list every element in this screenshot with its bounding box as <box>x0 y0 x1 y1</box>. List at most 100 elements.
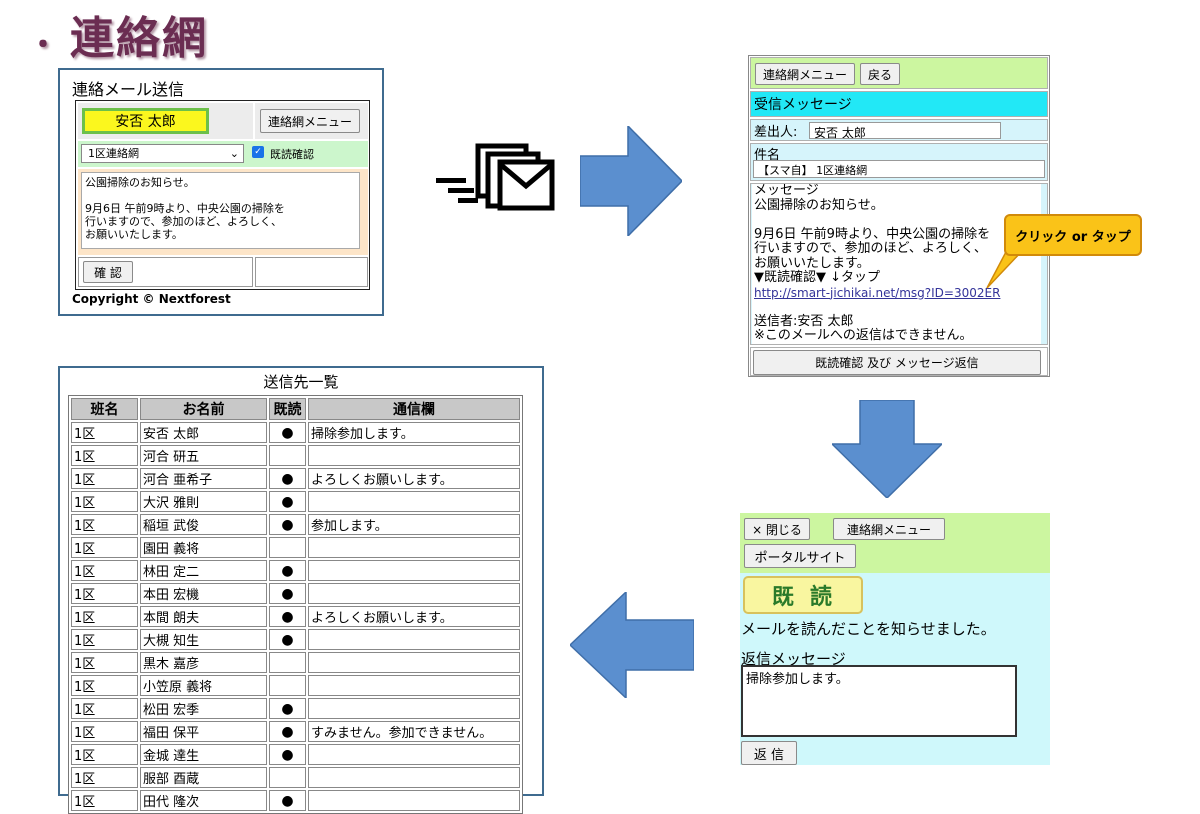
table-row: 1区本間 朗夫●よろしくお願いします。 <box>71 606 520 627</box>
table-row: 1区松田 宏季● <box>71 698 520 719</box>
read-mark-cell: ● <box>269 721 306 742</box>
column-header-read: 既読 <box>269 398 306 420</box>
group-cell: 1区 <box>71 560 138 581</box>
reply-textarea[interactable]: 掃除参加します。 <box>741 665 1017 737</box>
portal-site-button[interactable]: ポータルサイト <box>744 544 856 568</box>
phone-nav-bar: 連絡網メニュー 戻る <box>750 57 1048 89</box>
group-cell: 1区 <box>71 767 138 788</box>
reply-nav-bar: × 閉じる 連絡網メニュー ポータルサイト <box>740 513 1050 573</box>
read-mark-cell: ● <box>269 790 306 811</box>
click-or-tap-callout: クリック or タップ <box>1004 214 1142 256</box>
sender-name-badge: 安否 太郎 <box>82 108 209 134</box>
read-confirm-link[interactable]: http://smart-jichikai.net/msg?ID=3002ER <box>754 285 1001 300</box>
read-mark-cell <box>269 537 306 558</box>
name-cell: 安否 太郎 <box>140 422 267 443</box>
comment-cell <box>308 767 520 788</box>
read-notice: メールを読んだことを知らせました。 <box>741 620 996 638</box>
group-cell: 1区 <box>71 675 138 696</box>
body-line: 公園掃除のお知らせ。 <box>754 197 884 213</box>
table-row: 1区安否 太郎●掃除参加します。 <box>71 422 520 443</box>
group-cell: 1区 <box>71 491 138 512</box>
group-select[interactable]: 1区連絡網⌄ <box>81 144 244 163</box>
name-cell: 田代 隆次 <box>140 790 267 811</box>
recipient-list-title: 送信先一覧 <box>263 373 339 391</box>
group-cell: 1区 <box>71 790 138 811</box>
message-textarea[interactable]: 公園掃除のお知らせ。 9月6日 午前9時より、中央公園の掃除を 行いますので、参… <box>81 172 360 249</box>
body-line: お願いいたします。 <box>754 255 870 271</box>
message-body-row: メッセージ 公園掃除のお知らせ。 9月6日 午前9時より、中央公園の掃除を 行い… <box>750 183 1048 345</box>
column-header-name: お名前 <box>140 398 267 420</box>
comment-cell <box>308 744 520 765</box>
back-button[interactable]: 戻る <box>860 63 900 85</box>
group-cell: 1区 <box>71 721 138 742</box>
group-cell: 1区 <box>71 537 138 558</box>
empty-cell <box>255 257 368 287</box>
options-row: 1区連絡網⌄ ✓ 既読確認 <box>78 141 368 167</box>
compose-form: 安否 太郎 連絡網メニュー 1区連絡網⌄ ✓ 既読確認 公園掃除のお知らせ。 9… <box>75 100 370 290</box>
name-cell: 福田 保平 <box>140 721 267 742</box>
comment-cell <box>308 652 520 673</box>
name-cell: 松田 宏季 <box>140 698 267 719</box>
read-mark-cell: ● <box>269 698 306 719</box>
read-mark-cell: ● <box>269 422 306 443</box>
group-cell: 1区 <box>71 422 138 443</box>
comment-cell <box>308 560 520 581</box>
group-select-value: 1区連絡網 <box>88 147 139 160</box>
message-cell: 公園掃除のお知らせ。 9月6日 午前9時より、中央公園の掃除を 行いますので、参… <box>78 169 368 255</box>
table-row: 1区服部 酉蔵 <box>71 767 520 788</box>
read-mark-cell: ● <box>269 629 306 650</box>
read-mark-cell: ● <box>269 606 306 627</box>
copyright: Copyright © Nextforest <box>72 292 231 306</box>
read-mark-cell <box>269 652 306 673</box>
read-mark-cell <box>269 445 306 466</box>
table-row: 1区田代 隆次● <box>71 790 520 811</box>
contact-menu-button[interactable]: 連絡網メニュー <box>260 109 360 133</box>
title-bullet: ・ <box>28 27 60 63</box>
subject-field: 【スマ自】 1区連絡網 <box>753 160 1045 178</box>
read-confirm-label: 既読確認 <box>270 148 314 161</box>
group-cell: 1区 <box>71 468 138 489</box>
group-cell: 1区 <box>71 583 138 604</box>
read-mark-cell: ● <box>269 583 306 604</box>
table-row: 1区黒木 嘉彦 <box>71 652 520 673</box>
table-row: 1区小笠原 義将 <box>71 675 520 696</box>
read-confirm-checkbox[interactable]: ✓ <box>252 146 264 158</box>
group-cell: 1区 <box>71 514 138 535</box>
name-cell: 大槻 知生 <box>140 629 267 650</box>
close-button[interactable]: × 閉じる <box>744 518 810 540</box>
arrow-left-icon <box>570 592 694 698</box>
column-header-group: 班名 <box>71 398 138 420</box>
comment-cell <box>308 445 520 466</box>
arrow-right-icon <box>580 126 682 236</box>
name-cell: 金城 達生 <box>140 744 267 765</box>
name-cell: 河合 亜希子 <box>140 468 267 489</box>
recipient-list-panel: 送信先一覧 班名 お名前 既読 通信欄 1区安否 太郎●掃除参加します。1区河合… <box>58 366 544 814</box>
name-cell: 服部 酉蔵 <box>140 767 267 788</box>
arrow-down-icon <box>832 400 942 498</box>
table-row: 1区稲垣 武俊●参加します。 <box>71 514 520 535</box>
name-cell: 林田 定二 <box>140 560 267 581</box>
name-cell: 本間 朗夫 <box>140 606 267 627</box>
group-cell: 1区 <box>71 698 138 719</box>
confirm-button[interactable]: 確 認 <box>83 261 133 283</box>
read-confirm-instruction: ▼既読確認▼ ↓タップ <box>754 270 881 285</box>
comment-cell: すみません。参加できません。 <box>308 721 520 742</box>
contact-menu-button[interactable]: 連絡網メニュー <box>755 63 855 85</box>
read-mark-cell <box>269 675 306 696</box>
name-cell: 大沢 雅則 <box>140 491 267 512</box>
table-row: 1区本田 宏機● <box>71 583 520 604</box>
read-and-reply-button[interactable]: 既読確認 及び メッセージ返信 <box>753 350 1041 375</box>
table-row: 1区福田 保平●すみません。参加できません。 <box>71 721 520 742</box>
sender-cell: 安否 太郎 <box>78 103 253 139</box>
body-line <box>754 213 1039 228</box>
comment-cell: 参加します。 <box>308 514 520 535</box>
read-mark-cell: ● <box>269 491 306 512</box>
comment-cell <box>308 583 520 604</box>
menu-cell: 連絡網メニュー <box>255 103 368 139</box>
send-reply-button[interactable]: 返 信 <box>741 741 797 765</box>
read-mark-cell: ● <box>269 514 306 535</box>
contact-menu-button[interactable]: 連絡網メニュー <box>833 518 945 540</box>
comment-cell <box>308 537 520 558</box>
read-confirm-screen: × 閉じる 連絡網メニュー ポータルサイト 既読 メールを読んだことを知らせまし… <box>740 513 1050 765</box>
received-header: 受信メッセージ <box>750 91 1048 117</box>
